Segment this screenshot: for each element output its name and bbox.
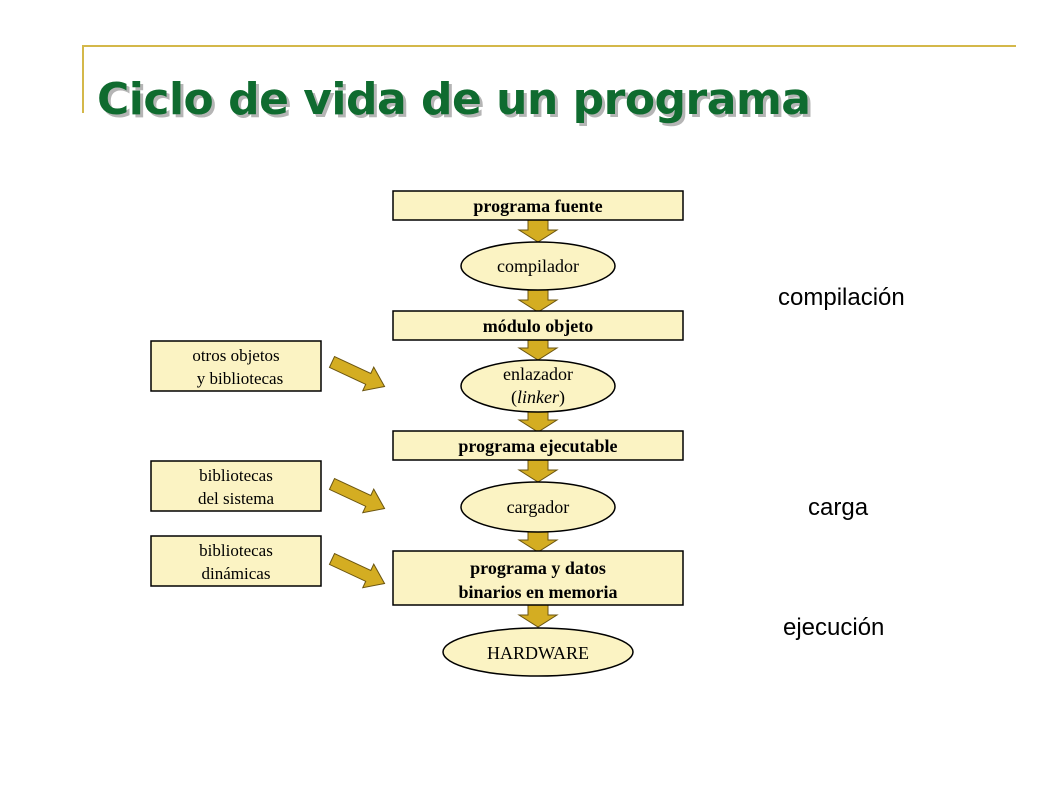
node-programa-fuente <box>392 190 684 221</box>
flow-arrow-6 <box>517 529 559 553</box>
input-bibliotecas-dinamicas <box>150 535 322 587</box>
flow-arrow-1 <box>517 219 559 243</box>
node-enlazador <box>460 359 616 413</box>
node-programa-fuente-label: programa fuente <box>473 196 602 216</box>
stage-ejecucion: ejecución <box>783 614 885 641</box>
input-arrow-sistema <box>328 477 386 514</box>
input-bibliotecas-sistema-label-2: del sistema <box>198 489 274 508</box>
input-bibliotecas-sistema <box>150 460 322 512</box>
node-enlazador-label-2: (linker) <box>511 387 565 408</box>
slide-title: Ciclo de vida de un programa <box>97 74 811 125</box>
node-programa-datos-label-2: binarios en memoria <box>459 582 618 602</box>
flow-arrow-4 <box>517 409 559 433</box>
node-cargador-label: cargador <box>507 497 570 517</box>
input-otros-objetos-label-1: otros objetos <box>192 346 279 365</box>
flow-arrow-5 <box>517 459 559 483</box>
node-modulo-objeto-label: módulo objeto <box>483 316 594 336</box>
flow-arrow-7 <box>517 604 559 628</box>
flow-arrow-3 <box>517 338 559 361</box>
stage-compilacion: compilación <box>778 284 905 311</box>
input-bibliotecas-dinamicas-label-2: dinámicas <box>202 564 271 583</box>
title-rule-top <box>82 45 1016 47</box>
input-bibliotecas-dinamicas-label-1: bibliotecas <box>199 541 273 560</box>
node-hardware <box>442 627 634 677</box>
title-rule-left <box>82 45 84 113</box>
node-programa-datos <box>392 550 684 606</box>
node-hardware-label: HARDWARE <box>487 643 589 663</box>
input-otros-objetos-label-2: y bibliotecas <box>197 369 283 388</box>
node-programa-datos-label-1: programa y datos <box>470 558 606 578</box>
input-otros-objetos <box>150 340 322 392</box>
node-compilador <box>460 241 616 291</box>
flow-arrow-2 <box>517 289 559 313</box>
node-modulo-objeto <box>392 310 684 341</box>
stage-carga: carga <box>808 494 869 521</box>
node-programa-ejecutable-label: programa ejecutable <box>458 436 617 456</box>
node-compilador-label: compilador <box>497 256 579 276</box>
input-bibliotecas-sistema-label-1: bibliotecas <box>199 466 273 485</box>
node-enlazador-label-1: enlazador <box>503 364 573 384</box>
node-cargador <box>460 481 616 533</box>
input-arrow-otros <box>328 355 386 392</box>
node-programa-ejecutable <box>392 430 684 461</box>
input-arrow-dinamicas <box>328 552 386 589</box>
